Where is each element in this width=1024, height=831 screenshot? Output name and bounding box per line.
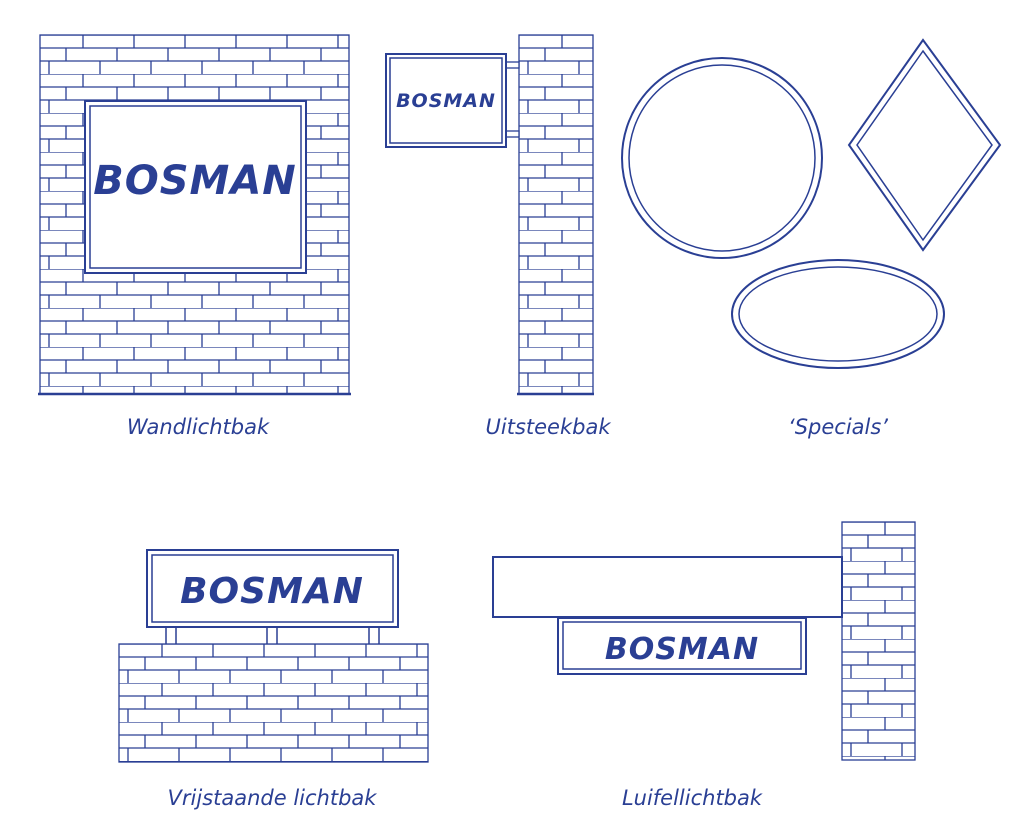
- support-leg-left: [165, 626, 177, 646]
- sign-logo: BOSMAN: [396, 90, 496, 112]
- circle-sign-outer: [621, 57, 823, 259]
- sign-logo: BOSMAN: [93, 158, 297, 204]
- ellipse-sign-inner: [738, 266, 938, 362]
- vrijstaande-lichtbak-diagram: BOSMAN Vrijstaande lichtbak: [118, 549, 429, 810]
- ellipse-sign-outer: [731, 259, 945, 369]
- brick-pillar: [518, 34, 594, 395]
- sign-box-inner: [151, 554, 394, 623]
- uitsteekbak-diagram: BOSMAN Uitsteekbak: [385, 34, 612, 439]
- support-leg-right: [368, 626, 380, 646]
- sign-box-inner: [562, 621, 802, 670]
- brick-base: [118, 643, 429, 763]
- diagram-label: Vrijstaande lichtbak: [168, 786, 378, 810]
- wandlichtbak-diagram: BOSMAN Wandlichtbak: [38, 34, 351, 439]
- sign-logo: BOSMAN: [605, 632, 759, 667]
- mounting-bracket-bottom: [505, 130, 520, 138]
- diagram-label: Luifellichtbak: [622, 786, 763, 810]
- sign-logo: BOSMAN: [180, 571, 364, 612]
- sign-box-inner: [389, 57, 503, 144]
- diamond-sign-outer: [847, 38, 1002, 252]
- canopy: [492, 556, 843, 618]
- sign-box-inner: [89, 105, 302, 269]
- diagram-label: Uitsteekbak: [486, 415, 612, 439]
- brick-pillar: [841, 521, 916, 761]
- luifellichtbak-diagram: BOSMAN Luifellichtbak: [492, 521, 916, 810]
- diamond-sign-inner: [856, 49, 993, 242]
- diagram-label: Wandlichtbak: [127, 415, 270, 439]
- mounting-bracket-top: [505, 61, 520, 69]
- support-leg-middle: [266, 626, 278, 646]
- circle-sign-inner: [628, 64, 816, 252]
- specials-diagram: ‘Specials’: [621, 38, 1002, 439]
- diagram-label: ‘Specials’: [788, 415, 888, 439]
